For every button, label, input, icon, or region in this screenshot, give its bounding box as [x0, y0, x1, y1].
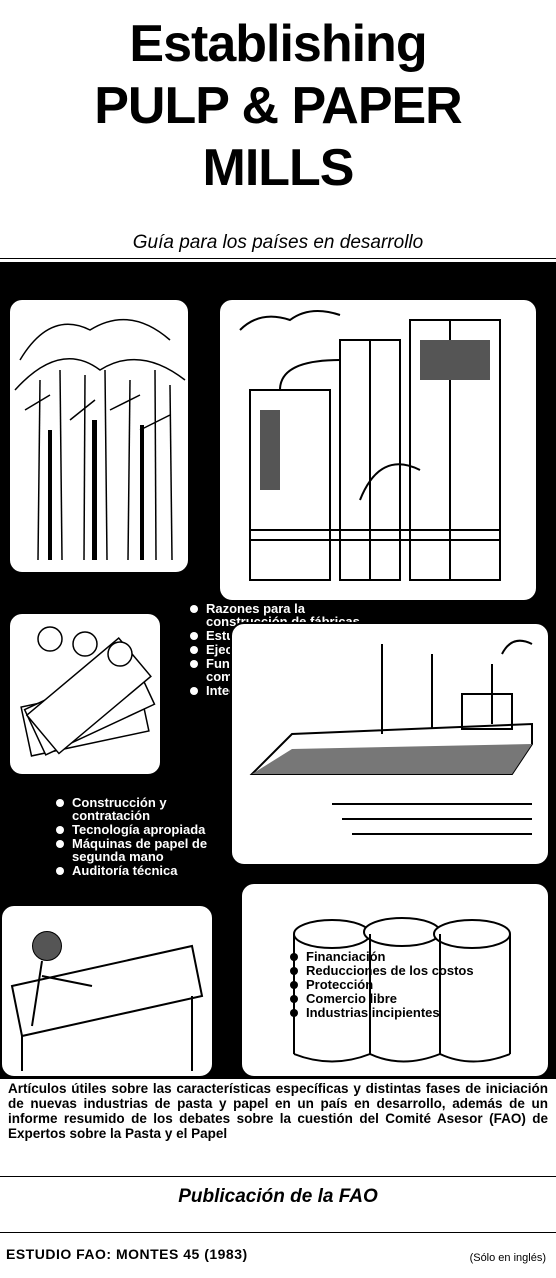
title-line-1: Establishing: [129, 15, 427, 73]
description-divider: [0, 1078, 556, 1079]
top-divider: [0, 258, 556, 259]
title-line-2: PULP & PAPER: [94, 77, 463, 135]
list-item: Reducciones de los costos: [290, 964, 530, 977]
draftsman-icon: [0, 904, 214, 1078]
list-item: Tecnología apropiada: [56, 823, 226, 836]
topics-list-bottom: Financiación Reducciones de los costos P…: [290, 950, 530, 1020]
list-item: Protección: [290, 978, 530, 991]
list-item: Auditoría técnica: [56, 864, 226, 877]
forest-icon: [8, 298, 190, 574]
list-item: Máquinas de papel de segunda mano: [56, 837, 226, 863]
factory-icon: [218, 298, 538, 602]
ship-icon: [230, 622, 550, 866]
topics-list-left: Construcción y contratación Tecnología a…: [56, 796, 226, 878]
list-item: Comercio libre: [290, 992, 530, 1005]
list-item: Industrias incipientes: [290, 1006, 530, 1019]
publisher-label: Publicación de la FAO: [178, 1186, 378, 1207]
banknotes-icon: [8, 612, 162, 776]
series-divider: [0, 1232, 556, 1233]
list-item: Construcción y contratación: [56, 796, 226, 822]
description-text: Artículos útiles sobre las característic…: [8, 1081, 548, 1141]
paper-rolls-icon: [240, 882, 550, 1078]
publisher-divider: [0, 1176, 556, 1177]
puzzle-illustration: Razones para la construcción de fábricas…: [0, 262, 556, 1078]
list-item: Financiación: [290, 950, 530, 963]
series-label: ESTUDIO FAO: MONTES 45 (1983): [6, 1246, 248, 1262]
title-line-3: MILLS: [202, 139, 355, 197]
language-note: (Sólo en inglés): [469, 1252, 546, 1264]
subtitle: Guía para los países en desarrollo: [132, 232, 424, 253]
